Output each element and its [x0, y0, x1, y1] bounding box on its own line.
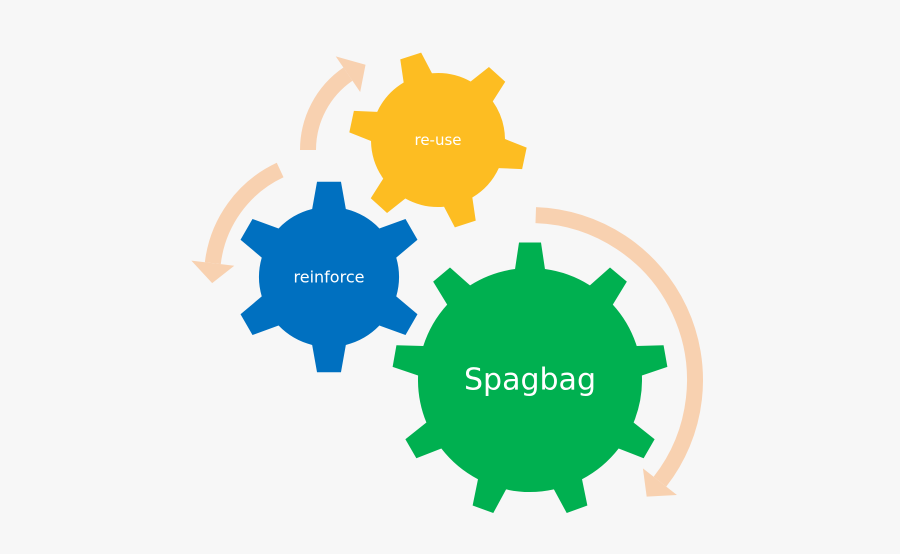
gear-spagbag-shape	[392, 242, 668, 514]
gear-reinforce-label: reinforce	[294, 268, 365, 287]
arrow-right-head-icon	[642, 468, 677, 497]
gear-spagbag-label: Spagbag	[464, 363, 596, 398]
arrow-top-head-icon	[335, 56, 366, 92]
arrow-left-head-icon	[191, 260, 235, 284]
gear-reuse-shape	[349, 52, 527, 228]
gear-reinforce: reinforce	[240, 181, 418, 373]
gear-reuse-label: re-use	[414, 131, 461, 149]
arrow-top-body	[300, 67, 353, 151]
gear-reinforce-shape	[240, 181, 418, 373]
gear-spagbag: Spagbag	[392, 242, 668, 514]
gear-reuse: re-use	[349, 52, 527, 228]
gears: re-use reinforce Spagbag	[240, 52, 668, 514]
cycle-arrows	[191, 56, 703, 497]
arrow-right-body	[535, 207, 703, 487]
arrow-left-body	[204, 162, 284, 265]
